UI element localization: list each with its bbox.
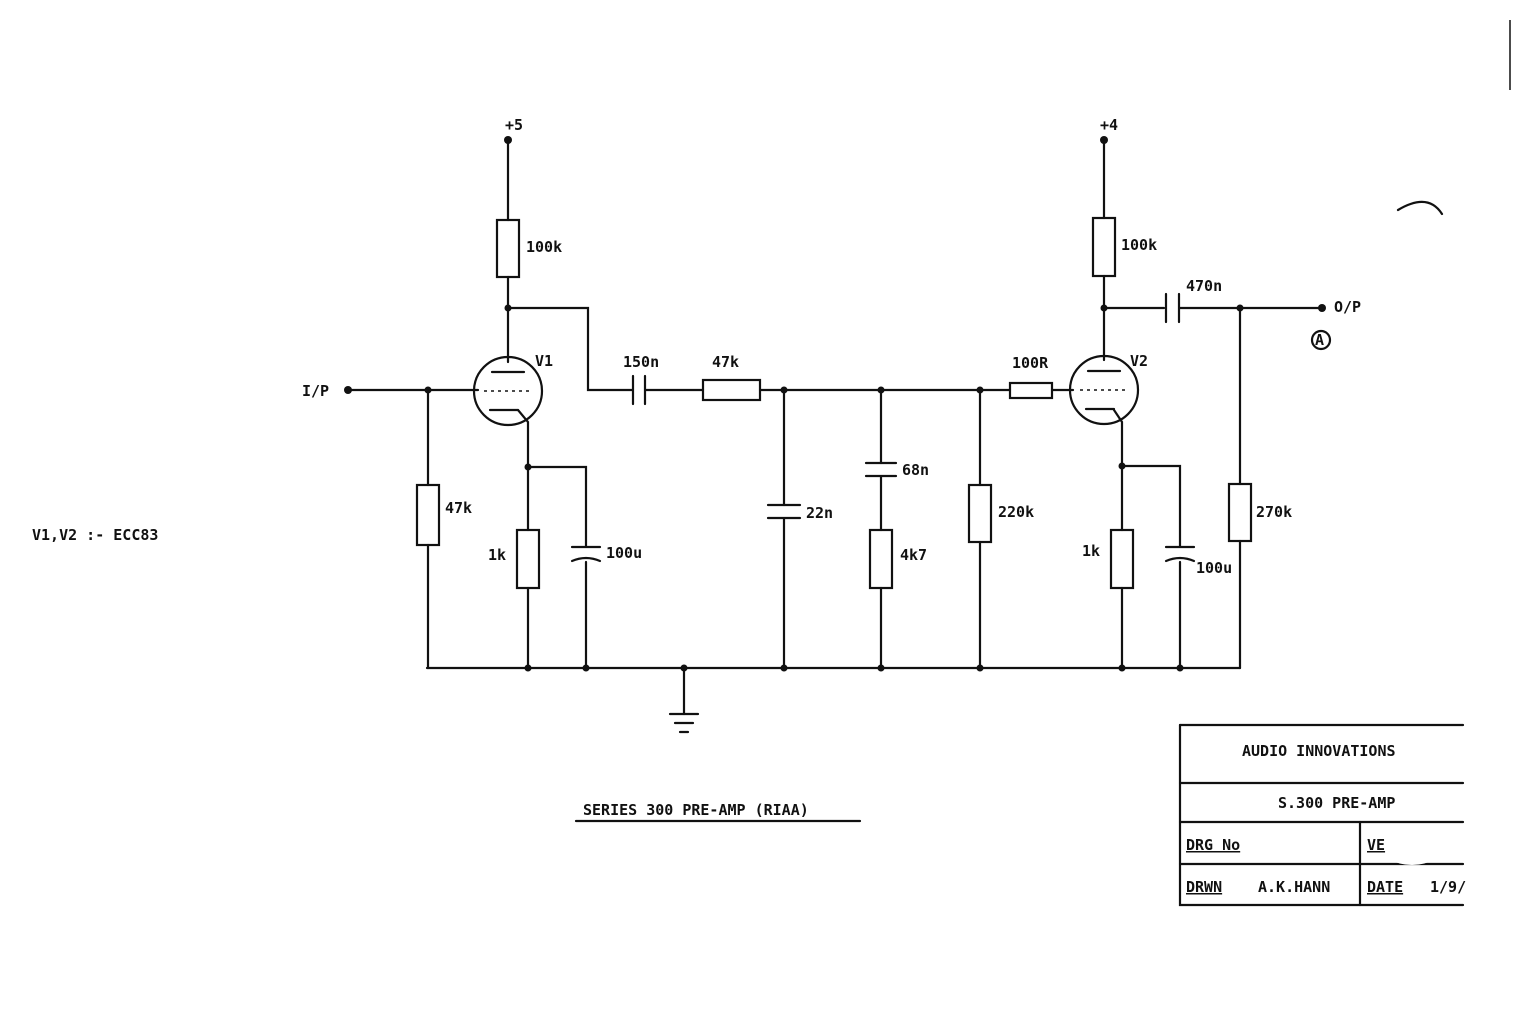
resistor-series: [701, 378, 762, 402]
drawing-caption: SERIES 300 PRE-AMP (RIAA): [583, 801, 809, 819]
valve-v1-label: V1: [535, 352, 553, 370]
capacitor-coupling-1: [631, 374, 647, 406]
supply-terminal-v2: [1100, 136, 1108, 144]
capacitor-output: [1164, 292, 1181, 324]
output-marker-circle: [1310, 329, 1332, 351]
valve-v2-label: V2: [1130, 352, 1148, 370]
input-terminal: [344, 386, 352, 394]
ground-icon: [668, 712, 700, 734]
tube-note: V1,V2 :- ECC83: [32, 526, 158, 544]
title-block-drawn-by: A.K.HANN: [1258, 878, 1330, 896]
capacitor-v2-cathode-value: 100u: [1196, 559, 1232, 577]
resistor-grid-stop: [1008, 381, 1054, 400]
title-block-date-label: DATE: [1367, 878, 1403, 896]
input-label: I/P: [302, 382, 329, 400]
resistor-v1-cathode: [515, 528, 541, 590]
output-terminal: [1318, 304, 1326, 312]
output-marker-letter: A: [1315, 331, 1324, 349]
capacitor-shunt-1-value: 22n: [806, 504, 833, 522]
supply-terminal-v1: [504, 136, 512, 144]
resistor-v1-cathode-value: 1k: [488, 546, 506, 564]
output-label: O/P: [1334, 298, 1361, 316]
capacitor-shunt-1: [766, 503, 802, 520]
capacitor-coupling-1-value: 150n: [623, 353, 659, 371]
capacitor-v2-cathode: [1164, 545, 1196, 563]
resistor-grid-stop-value: 100R: [1012, 354, 1049, 372]
resistor-v2-anode-value: 100k: [1121, 236, 1157, 254]
scan-arc-mark: [1396, 200, 1444, 216]
resistor-v2-cathode-value: 1k: [1082, 542, 1100, 560]
resistor-grid-v2: [967, 483, 993, 544]
capacitor-shunt-2-value: 68n: [902, 461, 929, 479]
capacitor-v1-cathode: [570, 545, 602, 563]
capacitor-output-value: 470n: [1186, 277, 1222, 295]
title-block-ver-label: VE: [1367, 836, 1385, 854]
resistor-v1-anode-value: 100k: [526, 238, 562, 256]
supply-label-v1: +5: [505, 116, 523, 134]
title-block-drg-no-label: DRG No: [1186, 836, 1240, 854]
title-block: [1178, 723, 1465, 907]
capacitor-v1-cathode-value: 100u: [606, 544, 642, 562]
resistor-input: [415, 483, 441, 547]
resistor-series-value: 47k: [712, 353, 739, 371]
resistor-shunt-2-value: 4k7: [900, 546, 927, 564]
redaction-blot: [1380, 825, 1444, 865]
supply-label-v2: +4: [1100, 116, 1118, 134]
title-block-date-value: 1/9/: [1430, 878, 1466, 896]
resistor-output: [1227, 482, 1253, 543]
valve-v1: [472, 355, 544, 427]
title-block-drawn-label: DRWN: [1186, 878, 1222, 896]
resistor-output-value: 270k: [1256, 503, 1292, 521]
junctions: [344, 136, 1326, 672]
valve-v2: [1068, 354, 1140, 426]
wiring: [346, 138, 1324, 716]
capacitor-shunt-2: [864, 461, 898, 478]
title-block-drawing-title: S.300 PRE-AMP: [1278, 794, 1395, 812]
resistor-grid-v2-value: 220k: [998, 503, 1034, 521]
resistor-v2-cathode: [1109, 528, 1135, 590]
resistor-input-value: 47k: [445, 499, 472, 517]
title-block-company: AUDIO INNOVATIONS: [1242, 742, 1396, 760]
resistor-v2-anode: [1091, 216, 1117, 278]
resistor-shunt-2: [868, 528, 894, 590]
resistor-v1-anode: [495, 218, 521, 279]
